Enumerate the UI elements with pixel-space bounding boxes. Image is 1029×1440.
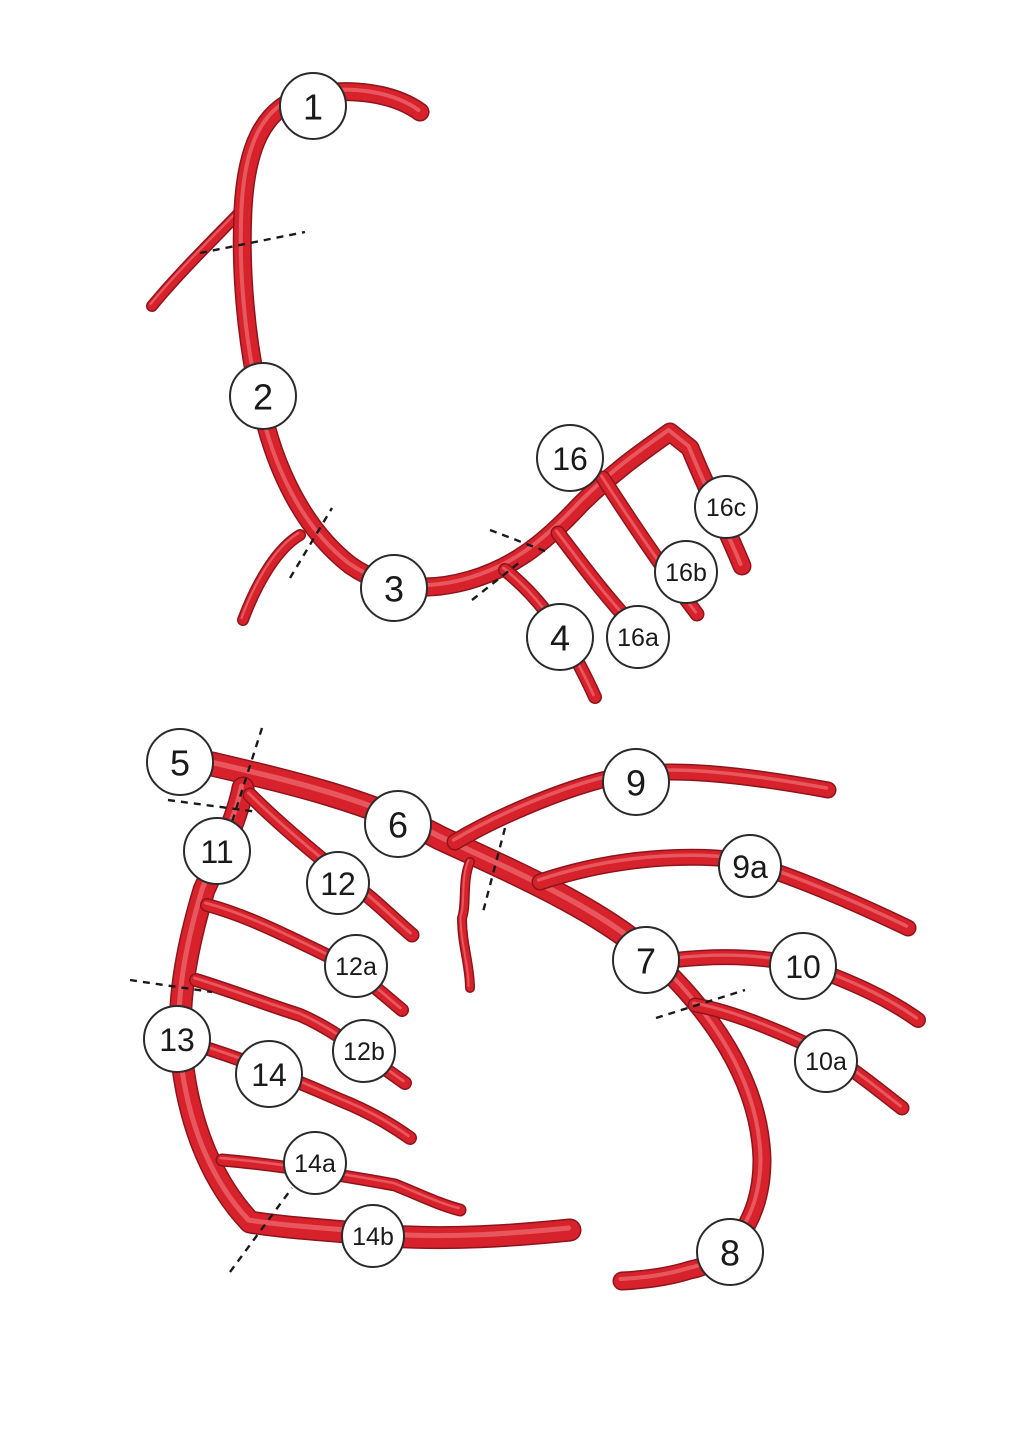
segment-marker-4: 4 (526, 603, 594, 671)
segment-marker-circle (526, 603, 594, 671)
segment-marker-circle (769, 932, 837, 1000)
vessel-rca-branch-upper (146, 206, 246, 312)
cut-line-6 (167, 798, 259, 814)
segment-marker-2: 2 (229, 362, 297, 430)
segment-label: 4 (550, 618, 570, 659)
segment-marker-9: 9 (602, 748, 670, 816)
segment-label: 16a (617, 624, 659, 652)
segment-marker-5: 5 (146, 728, 214, 796)
segment-marker-circle (360, 554, 428, 622)
cut-line-7 (481, 827, 507, 913)
vessel-lad-distal (612, 945, 772, 1291)
segment-marker-circle (183, 817, 251, 885)
segment-marker-circle (364, 790, 432, 858)
segment-marker-7: 7 (612, 926, 680, 994)
cut-line-2 (288, 507, 334, 579)
segment-label: 12a (335, 953, 377, 981)
vessel-rca-main (232, 82, 752, 597)
segment-marker-10a: 10a (794, 1029, 858, 1093)
segment-marker-circle (143, 1005, 211, 1073)
cut-line-9 (129, 978, 213, 994)
vessel-rca-branch-lower (237, 529, 306, 626)
segment-label: 7 (636, 941, 656, 982)
segment-label: 16b (665, 559, 707, 587)
segment-marker-1: 1 (279, 72, 347, 140)
segment-marker-14a: 14a (283, 1131, 347, 1195)
segment-marker-14: 14 (235, 1040, 303, 1108)
segment-label: 8 (720, 1233, 740, 1274)
segment-marker-circle (341, 1204, 405, 1268)
segment-marker-circle (306, 851, 370, 915)
vessel-branch-14a (215, 1153, 467, 1217)
vessel-septal-small (457, 857, 475, 993)
segment-label: 12 (320, 866, 356, 902)
segment-marker-circle (606, 605, 670, 669)
cut-line-layer (129, 230, 746, 1273)
segment-label: 16c (706, 494, 746, 522)
segment-marker-layer: 12341616a16b16c567899a1010a111212a12b131… (143, 72, 858, 1286)
segment-label: 10 (785, 949, 821, 985)
segment-marker-12a: 12a (324, 934, 388, 998)
cut-line-3 (471, 561, 521, 601)
segment-label: 12b (343, 1038, 385, 1066)
segment-marker-circle (279, 72, 347, 140)
cut-line-4 (489, 528, 551, 555)
segment-label: 5 (170, 743, 190, 784)
segment-marker-16a: 16a (606, 605, 670, 669)
segment-marker-circle (332, 1019, 396, 1083)
cut-line-8 (655, 988, 746, 1020)
segment-marker-circle (654, 540, 718, 604)
segment-marker-14b: 14b (341, 1204, 405, 1268)
segment-marker-circle (696, 1218, 764, 1286)
cut-line-5 (230, 727, 264, 823)
segment-marker-3: 3 (360, 554, 428, 622)
segment-marker-10: 10 (769, 932, 837, 1000)
segment-marker-circle (602, 748, 670, 816)
segment-label: 10a (805, 1048, 847, 1076)
segment-marker-13: 13 (143, 1005, 211, 1073)
segment-marker-11: 11 (183, 817, 251, 885)
cut-line-10 (229, 1187, 293, 1273)
segment-marker-circle (324, 934, 388, 998)
segment-marker-12: 12 (306, 851, 370, 915)
segment-marker-16: 16 (536, 424, 604, 492)
segment-label: 16 (552, 441, 588, 477)
segment-label: 14 (251, 1057, 287, 1093)
vessel-circumflex (168, 776, 582, 1250)
segment-marker-circle (235, 1040, 303, 1108)
segment-label: 6 (388, 805, 408, 846)
segment-marker-16c: 16c (694, 475, 758, 539)
segment-marker-circle (612, 926, 680, 994)
segment-marker-circle (283, 1131, 347, 1195)
segment-marker-circle (536, 424, 604, 492)
segment-marker-circle (229, 362, 297, 430)
segment-label: 13 (159, 1022, 195, 1058)
segment-marker-8: 8 (696, 1218, 764, 1286)
segment-label: 11 (200, 834, 233, 870)
segment-marker-circle (146, 728, 214, 796)
segment-marker-circle (694, 475, 758, 539)
segment-marker-circle (794, 1029, 858, 1093)
segment-label: 14a (294, 1150, 336, 1178)
vessel-branch-14 (189, 1038, 417, 1145)
segment-label: 14b (352, 1223, 394, 1251)
segment-label: 9 (626, 763, 646, 804)
segment-marker-16b: 16b (654, 540, 718, 604)
segment-marker-9a: 9a (718, 834, 782, 898)
cut-line-1 (199, 230, 306, 255)
segment-marker-12b: 12b (332, 1019, 396, 1083)
segment-marker-6: 6 (364, 790, 432, 858)
segment-label: 1 (303, 87, 323, 128)
segment-label: 2 (253, 377, 273, 418)
segment-label: 3 (384, 569, 404, 610)
segment-label: 9a (732, 849, 768, 885)
segment-marker-circle (718, 834, 782, 898)
vessel-lm-lad (199, 751, 663, 968)
